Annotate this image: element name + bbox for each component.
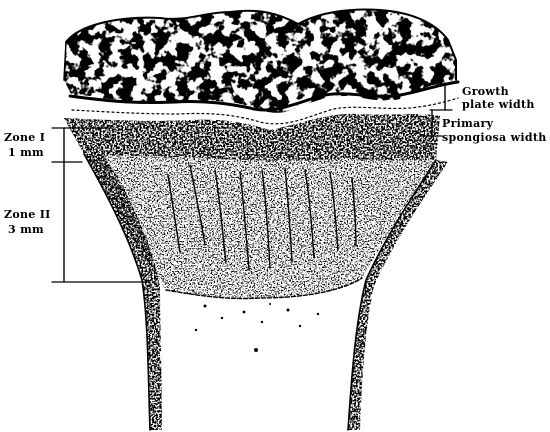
label-growth-plate-1: Growth bbox=[462, 85, 509, 98]
label-zone2-1: Zone II bbox=[4, 208, 51, 221]
label-zone1-2: 1 mm bbox=[8, 146, 44, 159]
marrow-speckle bbox=[195, 303, 319, 352]
label-primary-spongiosa-1: Primary bbox=[442, 117, 494, 130]
label-zone2-2: 3 mm bbox=[8, 223, 44, 236]
primary-spongiosa bbox=[64, 114, 440, 161]
label-zone1-1: Zone I bbox=[4, 131, 45, 144]
label-growth-plate-2: plate width bbox=[462, 98, 535, 111]
epiphysis bbox=[64, 10, 456, 113]
label-primary-spongiosa-2: spongiosa width bbox=[442, 131, 547, 144]
